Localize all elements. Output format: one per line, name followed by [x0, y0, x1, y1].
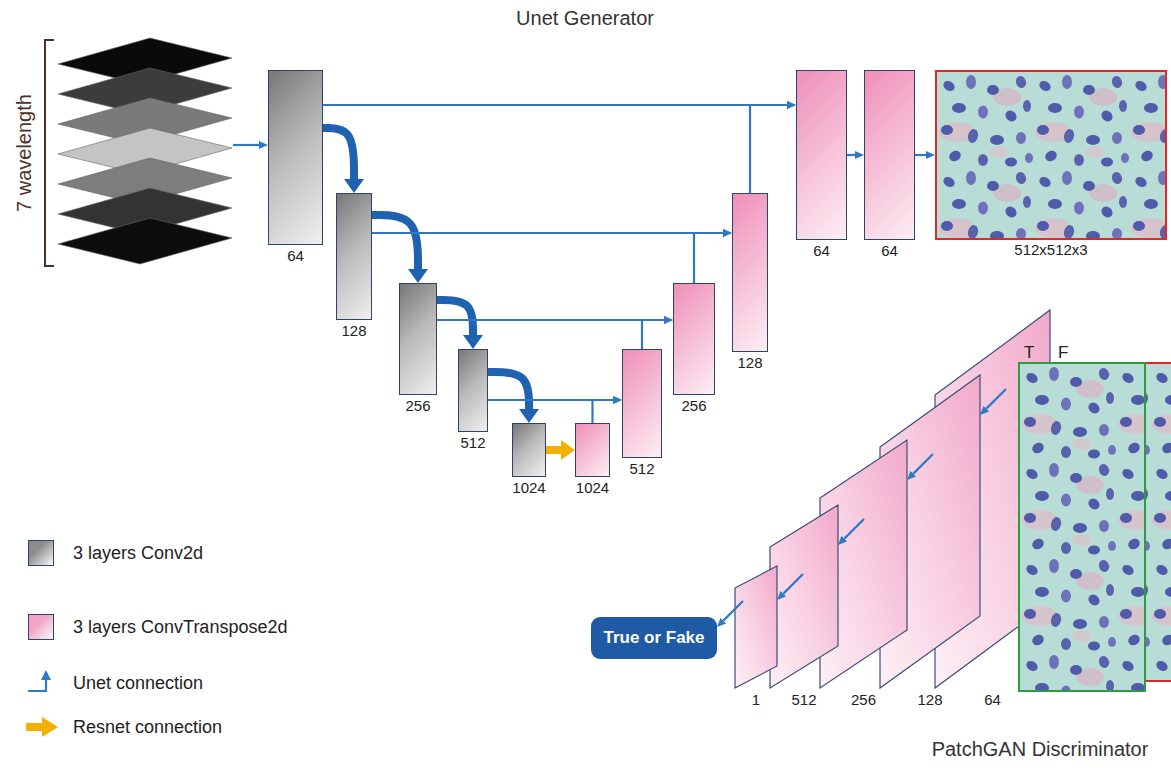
image-panel: 512x512x3 [935, 70, 1167, 240]
unet-connection [844, 519, 864, 539]
output-button: True or Fake [591, 617, 717, 659]
conv-down-arrow [437, 300, 473, 335]
tissue-image [937, 72, 1165, 238]
layer-size: 256 [851, 691, 876, 708]
unet-connection [750, 105, 787, 193]
legend-item: Resnet connection [28, 714, 348, 740]
legend-item: 3 layers Conv2d [28, 540, 348, 566]
section-title: PatchGAN Discriminator [932, 737, 1149, 761]
deconv-block: 64 [864, 70, 915, 240]
layer-size: 64 [881, 242, 898, 259]
layer-size: 1 [752, 691, 760, 708]
layer-size: 256 [681, 397, 706, 414]
unet-connection [915, 154, 926, 156]
layer-size: 512 [791, 691, 816, 708]
wavelength-stack [58, 38, 232, 264]
unet-connection [642, 320, 664, 349]
unet-connection [783, 574, 803, 594]
conv-down-arrow [372, 215, 418, 269]
layer-size: 128 [341, 322, 366, 339]
button-text: True or Fake [603, 628, 704, 648]
unet-connection [593, 400, 614, 423]
legend-item: 3 layers ConvTranspose2d [28, 614, 348, 640]
deconv-block: 64 [796, 70, 847, 240]
feature-plane: 1 [735, 566, 777, 688]
layer-size: 128 [917, 691, 942, 708]
unet-connection [847, 154, 855, 156]
conv-down-arrow [488, 372, 529, 409]
deconv-block: 256 [673, 283, 715, 395]
layer-size: 512 [460, 434, 485, 451]
conv-down-arrow [323, 128, 354, 179]
unet-connection [437, 319, 664, 321]
conv-block: 256 [399, 283, 437, 395]
layer-size: 512 [629, 460, 654, 477]
deconv-block: 512 [622, 349, 662, 458]
conv-block: 128 [336, 193, 372, 320]
resnet-connection [546, 446, 561, 454]
legend-swatch [28, 540, 54, 566]
legend-text: Resnet connection [73, 714, 222, 740]
deconv-block: 128 [732, 193, 768, 352]
layer-size: 1024 [512, 479, 545, 496]
feature-plane: 512 [770, 505, 838, 688]
unet-connection [233, 144, 259, 146]
unet-connection [913, 454, 933, 474]
tissue-image [1020, 364, 1144, 690]
bracket [45, 40, 54, 266]
image-tag: T [1024, 343, 1034, 362]
unet-connection [986, 389, 1006, 409]
deconv-block: 1024 [575, 423, 610, 477]
plane-shape [770, 505, 838, 688]
plane-shape [735, 566, 777, 688]
unet-connection [488, 399, 613, 401]
layer-size: 256 [405, 397, 430, 414]
layer-size: 64 [984, 691, 1001, 708]
image-panel: T [1018, 362, 1146, 692]
unet-connection [723, 601, 743, 621]
layer-size: 128 [737, 354, 762, 371]
diagram-title: Unet Generator [516, 6, 654, 30]
unet-connection [694, 233, 723, 283]
conv-block: 512 [458, 349, 488, 432]
legend-text: 3 layers Conv2d [73, 540, 203, 566]
unet-connection [372, 232, 723, 234]
conv-block: 1024 [512, 423, 546, 477]
legend-sample [28, 670, 51, 691]
input-stack: 7 wavelength [58, 38, 233, 268]
unet-connection [323, 104, 787, 106]
legend-text: Unet connection [73, 670, 203, 696]
input-label: 7 wavelength [12, 94, 36, 212]
legend-text: 3 layers ConvTranspose2d [73, 614, 287, 640]
conv-block: 64 [268, 70, 323, 245]
legend-swatch [28, 614, 54, 640]
output-size: 512x512x3 [1014, 241, 1087, 258]
legend-sample [26, 717, 58, 737]
image-tag: F [1058, 343, 1068, 362]
layer-size: 64 [287, 247, 304, 264]
layer-size: 64 [813, 242, 830, 259]
legend-item: Unet connection [28, 670, 348, 696]
layer-size: 1024 [576, 479, 609, 496]
